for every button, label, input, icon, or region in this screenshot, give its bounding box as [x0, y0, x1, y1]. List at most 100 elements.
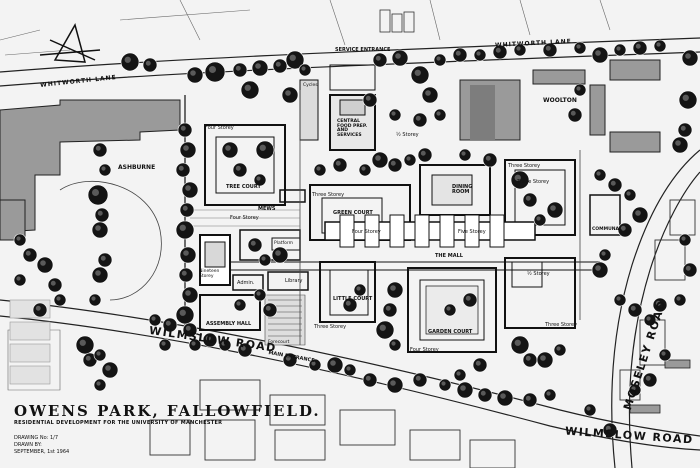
- tree-highlight: [16, 276, 21, 281]
- tree-canopy: [47, 277, 63, 293]
- tree-highlight: [680, 125, 686, 131]
- tree-canopy: [285, 50, 305, 70]
- tree-canopy: [372, 52, 388, 68]
- area-label-central: CENTRAL FOOD PREP. AND SERVICES: [337, 119, 368, 138]
- area-label-platform: Platform: [274, 241, 293, 246]
- tree-highlight: [460, 385, 466, 391]
- drawn-by: DRAWN BY:: [14, 442, 42, 448]
- tree-highlight: [596, 171, 601, 176]
- tree-highlight: [335, 160, 341, 166]
- tree-canopy: [583, 403, 597, 417]
- tree-highlight: [275, 250, 281, 256]
- tree-highlight: [256, 176, 261, 181]
- tree-highlight: [456, 371, 461, 376]
- tree-highlight: [185, 290, 191, 296]
- tree-canopy: [678, 90, 698, 110]
- tree-canopy: [342, 297, 358, 313]
- area-label-woolton: WOOLTON: [543, 97, 577, 104]
- tree-canopy: [22, 247, 38, 263]
- tree-canopy: [202, 332, 218, 348]
- tree-canopy: [593, 168, 607, 182]
- map-title: OWENS PARK, FALLOWFIELD.: [14, 402, 321, 420]
- tree-highlight: [576, 44, 581, 49]
- tree-canopy: [617, 222, 633, 238]
- tree-canopy: [258, 253, 272, 267]
- tree-canopy: [362, 372, 378, 388]
- tree-highlight: [595, 50, 601, 56]
- tree-highlight: [540, 355, 546, 361]
- tree-highlight: [550, 205, 556, 211]
- area-label-little-court: LITTLE COURT: [333, 296, 373, 302]
- tree-highlight: [285, 90, 291, 96]
- tree-highlight: [50, 280, 56, 286]
- tree-canopy: [421, 86, 439, 104]
- tree-highlight: [545, 45, 551, 51]
- tree-highlight: [311, 361, 316, 366]
- tree-highlight: [675, 140, 681, 146]
- area-label-garden-court: GARDEN COURT: [428, 329, 473, 335]
- tree-highlight: [178, 165, 184, 171]
- tree-highlight: [645, 375, 651, 381]
- tree-highlight: [301, 66, 306, 71]
- tree-highlight: [425, 90, 431, 96]
- tree-canopy: [410, 65, 430, 85]
- tree-highlight: [556, 346, 561, 351]
- tree-highlight: [635, 43, 641, 49]
- tree-highlight: [105, 365, 111, 371]
- tree-canopy: [681, 49, 699, 67]
- tree-canopy: [677, 122, 693, 138]
- tree-canopy: [120, 52, 140, 72]
- tree-canopy: [182, 322, 198, 338]
- tree-highlight: [390, 285, 396, 291]
- tree-canopy: [262, 302, 278, 318]
- tree-highlight: [500, 393, 506, 399]
- tree-canopy: [88, 293, 102, 307]
- tree-canopy: [403, 153, 417, 167]
- tree-canopy: [353, 283, 367, 297]
- tree-canopy: [232, 162, 248, 178]
- area-label-dining-room: DINING ROOM: [452, 184, 473, 195]
- tree-highlight: [480, 390, 486, 396]
- area-label-the-mall: THE MALL: [435, 253, 463, 259]
- tree-canopy: [93, 378, 107, 392]
- tree-canopy: [281, 86, 299, 104]
- tree-highlight: [391, 111, 396, 116]
- tree-canopy: [513, 43, 527, 57]
- tree-highlight: [35, 305, 41, 311]
- tree-canopy: [92, 142, 108, 158]
- tree-canopy: [162, 317, 178, 333]
- tree-highlight: [95, 145, 101, 151]
- tree-canopy: [271, 246, 289, 264]
- tree-highlight: [365, 375, 371, 381]
- tree-highlight: [631, 386, 636, 391]
- area-label-library: Library: [285, 278, 303, 284]
- tree-highlight: [610, 180, 616, 186]
- area-label-communal: COMMUNAL: [592, 227, 622, 232]
- tree-canopy: [87, 184, 109, 206]
- tree-highlight: [275, 61, 281, 67]
- storey-label-half-a: ½ Storey: [396, 132, 419, 138]
- tree-canopy: [93, 348, 107, 362]
- tree-canopy: [623, 188, 637, 202]
- tree-highlight: [682, 94, 689, 101]
- tree-highlight: [250, 240, 256, 246]
- tree-highlight: [414, 69, 421, 76]
- tree-highlight: [415, 115, 421, 121]
- tree-canopy: [75, 335, 95, 355]
- tree-highlight: [85, 355, 91, 361]
- tree-canopy: [382, 302, 398, 318]
- tree-canopy: [97, 252, 113, 268]
- tree-canopy: [573, 83, 587, 97]
- area-label-mews: MEWS: [258, 206, 276, 212]
- tree-canopy: [542, 42, 558, 58]
- area-label-green-court: GREEN COURT: [333, 210, 373, 216]
- tree-highlight: [356, 286, 361, 291]
- tree-canopy: [522, 392, 538, 408]
- tree-highlight: [225, 145, 231, 151]
- tree-canopy: [458, 148, 472, 162]
- tree-highlight: [365, 95, 371, 101]
- tree-highlight: [285, 355, 291, 361]
- tree-highlight: [209, 66, 216, 73]
- tree-canopy: [602, 422, 618, 438]
